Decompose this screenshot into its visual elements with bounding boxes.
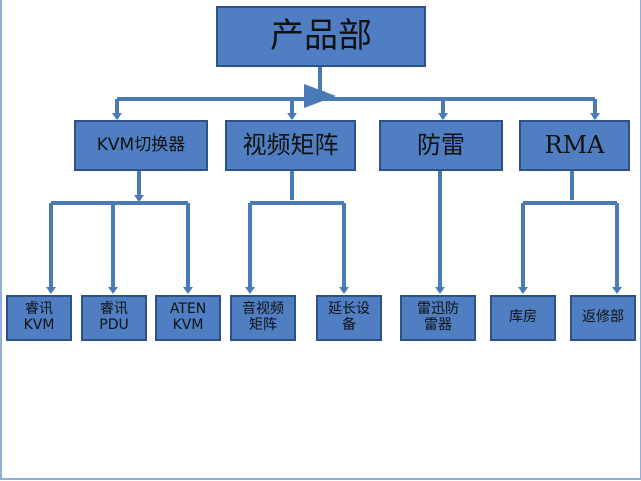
category-node-kvm-switch: KVM切换器 [74,120,208,171]
category-label-lightning-protection: 防雷 [417,131,465,160]
category-node-video-matrix: 视频矩阵 [225,120,356,171]
leaf-node-warehouse: 库房 [490,295,556,341]
leaf-line-1: 返修部 [582,309,624,326]
leaf-line-2: KVM [172,317,204,333]
leaf-line-1: 库房 [509,309,537,326]
leaf-node-ruixun-kvm: 睿讯 KVM [6,295,72,341]
leaf-line-1: 睿讯 [25,301,53,318]
leaf-node-extension-device: 延长设 备 [316,295,382,341]
leaf-line-2: 雷器 [424,317,452,333]
leaf-line-2: 矩阵 [249,317,277,333]
leaf-node-av-matrix: 音视频 矩阵 [230,295,296,341]
leaf-line-1: ATEN [169,301,207,318]
leaf-line-1: 音视频 [242,301,284,318]
category-label-rma: RMA [544,131,605,160]
category-node-lightning-protection: 防雷 [379,120,503,171]
leaf-line-2: 备 [342,317,356,333]
category-node-rma: RMA [519,120,630,171]
category-label-video-matrix: 视频矩阵 [242,131,339,160]
leaf-line-1: 雷迅防 [417,301,459,318]
leaf-node-leixun-arrester: 雷迅防 雷器 [400,295,476,341]
leaf-line-2: KVM [23,317,55,333]
leaf-line-1: 延长设 [328,301,370,318]
root-node-product-dept: 产品部 [216,6,426,67]
leaf-node-aten-kvm: ATEN KVM [155,295,221,341]
root-node-label: 产品部 [270,16,372,57]
leaf-node-repair-dept: 返修部 [570,295,636,341]
leaf-node-ruixun-pdu: 睿讯 PDU [81,295,147,341]
leaf-line-2: PDU [99,317,129,333]
category-label-kvm-switch: KVM切换器 [96,134,186,155]
leaf-line-1: 睿讯 [100,301,128,318]
